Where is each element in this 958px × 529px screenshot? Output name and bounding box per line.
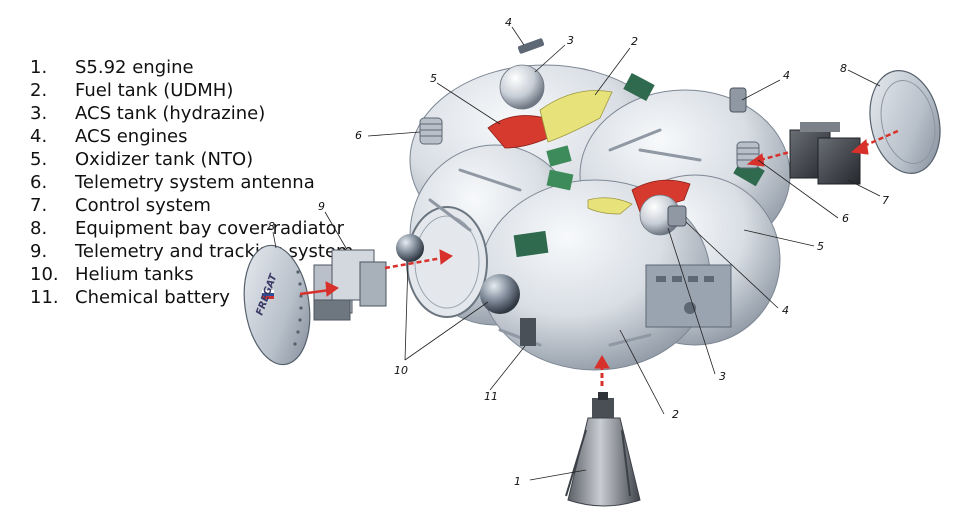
legend-number: 3. [30,103,48,124]
callout-5-top: 5 [430,72,437,85]
fuel-cutaway-yellow [539,90,613,143]
callout-6-right: 6 [842,212,849,225]
acs-engine-right [729,87,747,113]
assembly-arrows [299,128,901,386]
control-module-green-mid [546,145,572,167]
legend-number: 1. [30,57,48,78]
telemetry-antenna-left [419,117,443,145]
callout-10: 10 [394,364,408,377]
legend-text: ACS tank (hydrazine) [75,103,266,124]
main-engine [565,392,641,507]
legend-text: S5.92 engine [75,57,194,78]
legend-number: 11. [30,287,59,308]
equipment-cover-left: FREGAT [243,244,311,366]
legend-text: Telemetry system antenna [75,172,315,193]
legend-text: Helium tanks [75,264,194,285]
acs-engine-front [667,205,687,227]
structural-struts [428,128,702,347]
legend-item: 10. Helium tanks [30,263,360,286]
fuel-cutaway-yellow-right [587,197,633,215]
helium-tank-left [396,234,424,262]
chemical-battery [520,318,536,346]
legend-item: 8. Equipment bay cover-radiator [30,217,360,240]
callout-6-left: 6 [355,129,362,142]
acs-engine-top [517,38,545,54]
legend-item: 7. Control system [30,194,360,217]
callout-3-top: 3 [567,34,574,47]
control-module-green-low [546,169,574,191]
legend-text: Fuel tank (UDMH) [75,80,234,101]
legend-text: Oxidizer tank (NTO) [75,149,254,170]
legend-item: 1. S5.92 engine [30,56,360,79]
legend-number: 2. [30,80,48,101]
legend-item: 3. ACS tank (hydrazine) [30,102,360,125]
legend-item: 5. Oxidizer tank (NTO) [30,148,360,171]
legend-number: 7. [30,195,48,216]
callout-4-front: 4 [782,304,789,317]
legend-number: 9. [30,241,48,262]
legend-item: 11. Chemical battery [30,286,360,309]
equipment-bay-opening [406,206,488,318]
callout-2-top: 2 [631,35,638,48]
legend-text: ACS engines [75,126,188,147]
legend-item: 6. Telemetry system antenna [30,171,360,194]
callout-5-right: 5 [817,240,824,253]
legend-item: 2. Fuel tank (UDMH) [30,79,360,102]
control-module-green-top [623,72,655,102]
callout-2-bottom: 2 [672,408,679,421]
electronics-panel [645,264,732,328]
legend-number: 8. [30,218,48,239]
legend-item: 4. ACS engines [30,125,360,148]
helium-tank-front [480,274,520,314]
callout-8-left: 8 [268,220,275,233]
callout-4-top: 4 [505,16,512,29]
component-legend: 1. S5.92 engine 2. Fuel tank (UDMH) 3. ACS ta… [30,56,360,309]
legend-text: Equipment bay cover-radiator [75,218,344,239]
callout-3-front: 3 [719,370,726,383]
callout-numbers: 1 2 2 3 3 4 4 4 5 5 6 6 7 8 8 9 10 11 [268,16,889,488]
legend-text: Chemical battery [75,287,230,308]
legend-number: 6. [30,172,48,193]
callout-7: 7 [882,194,889,207]
legend-number: 5. [30,149,48,170]
callout-8-right: 8 [840,62,847,75]
control-system-unit [789,122,861,185]
control-module-green-front [513,230,549,258]
legend-number: 10. [30,264,59,285]
legend-number: 4. [30,126,48,147]
acs-tank-top-sphere [499,64,545,110]
telemetry-tracking-unit [313,249,387,321]
callout-11: 11 [484,390,498,403]
callout-4-right: 4 [783,69,790,82]
stage-body [396,38,791,371]
callout-9: 9 [318,200,325,213]
callout-1: 1 [514,475,521,488]
legend-text: Control system [75,195,211,216]
leader-lines [272,26,881,481]
equipment-bay-rim [414,215,480,309]
equipment-cover-right [869,70,941,174]
